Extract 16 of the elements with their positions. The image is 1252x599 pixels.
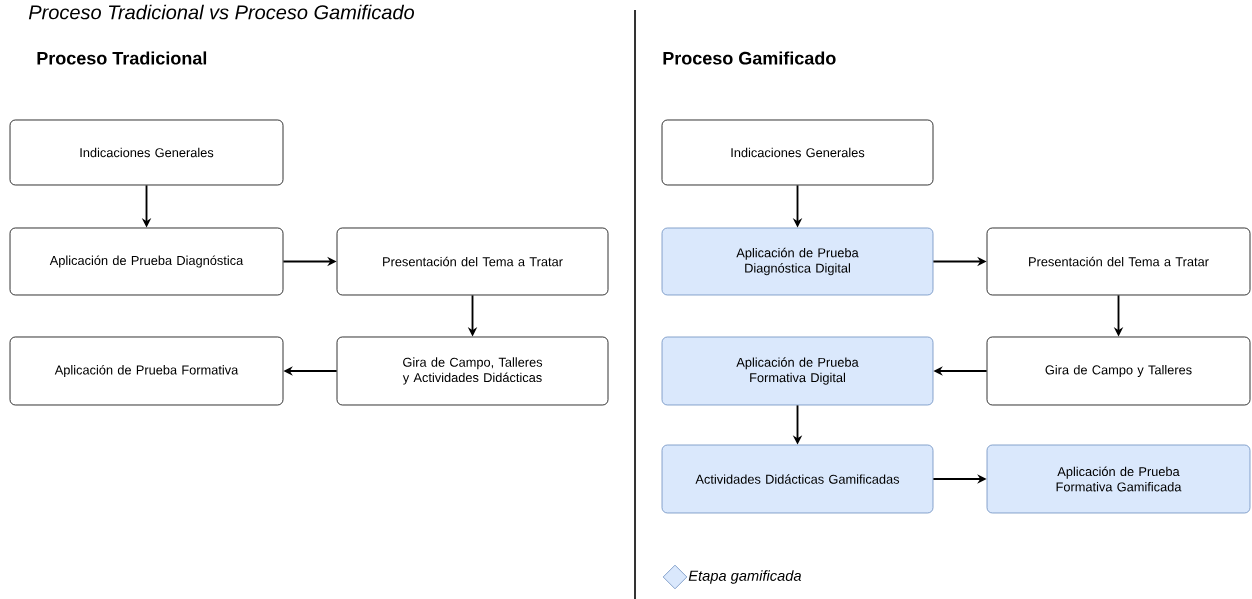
process-box: Indicaciones Generales bbox=[9, 119, 284, 186]
process-box: Indicaciones Generales bbox=[661, 119, 934, 186]
section-heading: Proceso Gamificado bbox=[663, 51, 836, 65]
process-box: Gira de Campo, Talleres y Actividades Didácticas bbox=[336, 336, 609, 406]
process-box: Aplicación de Prueba Formativa Digital bbox=[661, 336, 934, 406]
process-box: Aplicación de Prueba Diagnóstica Digital bbox=[661, 227, 934, 296]
process-box: Presentación del Tema a Tratar bbox=[986, 227, 1251, 296]
process-box: Actividades Didácticas Gamificadas bbox=[661, 444, 934, 514]
process-box: Aplicación de Prueba Formativa Gamificada bbox=[986, 444, 1251, 514]
process-box: Aplicación de Prueba Diagnóstica bbox=[9, 227, 284, 296]
title: Proceso Tradicional vs Proceso Gamificado bbox=[28, 4, 415, 20]
legend-label: Etapa gamificada bbox=[688, 570, 802, 584]
section-heading: Proceso Tradicional bbox=[37, 51, 207, 65]
process-box: Gira de Campo y Talleres bbox=[986, 336, 1251, 406]
process-box: Presentación del Tema a Tratar bbox=[336, 227, 609, 296]
process-box: Aplicación de Prueba Formativa bbox=[9, 336, 284, 406]
